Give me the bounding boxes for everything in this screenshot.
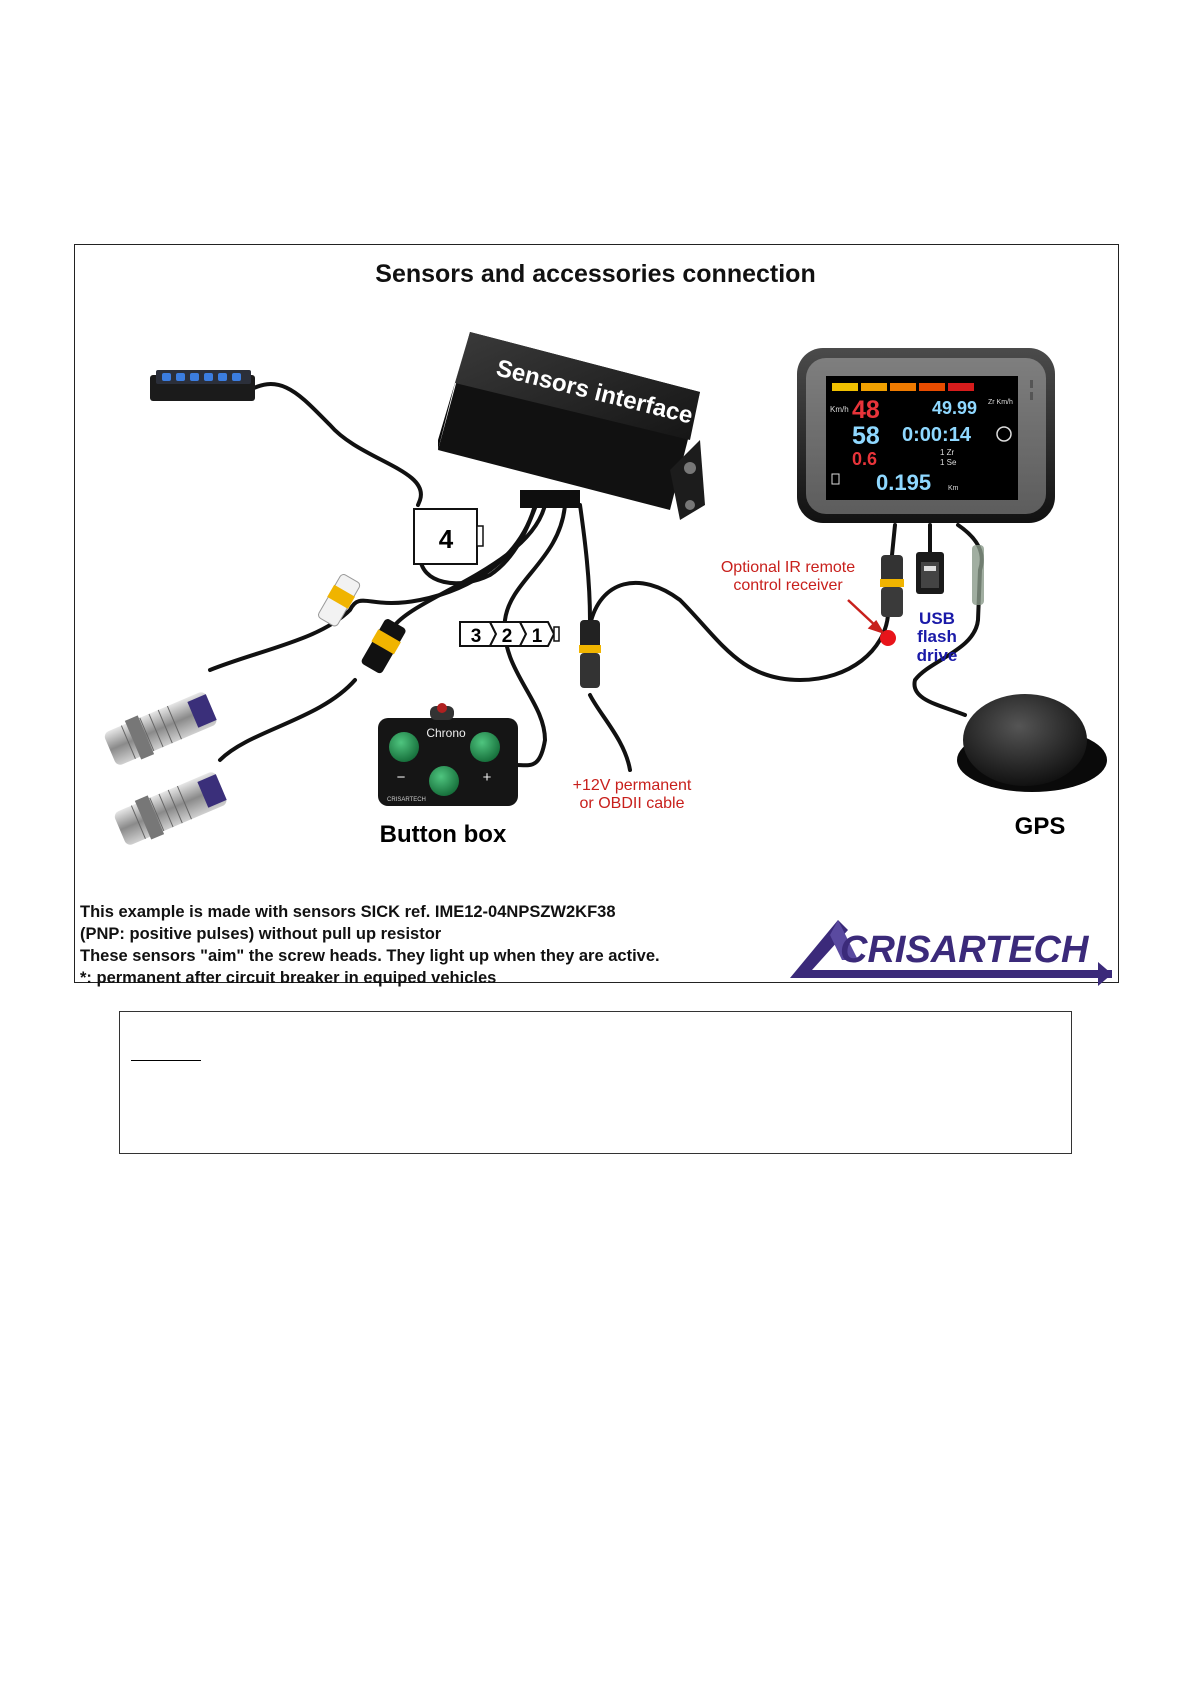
screen-se-line: 1 Se [940,458,957,467]
caption-line-1: This example is made with sensors SICK r… [80,903,616,921]
screen-zr-unit: Zr Km/h [988,399,1013,406]
power-connector [579,620,601,688]
button-box-label: Button box [380,821,507,848]
caption-line-2: (PNP: positive pulses) without pull up r… [80,925,442,943]
cable-led-bar [243,382,423,507]
note-box [119,1011,1072,1154]
port-3-label: 3 [471,626,482,647]
ir-connector [880,555,904,617]
cable-sensor1 [208,503,537,672]
cable-button-box [502,503,567,768]
diagram-frame [74,244,1119,983]
proximity-sensor-1 [104,692,217,765]
button-box-plus: + [483,769,492,786]
cable-power-out [588,693,632,772]
screen-kmh-unit: Km/h [830,405,849,414]
button-box-chrono: Chrono [426,726,466,740]
cable-ir [588,580,890,683]
screen-speed2: 58 [852,422,880,450]
screen-value-top: 49.99 [932,398,977,418]
button-box-minus: − [397,769,406,786]
sensors-interface-box [438,332,705,520]
ir-label-line2: control receiver [733,577,843,594]
power-label-line1: +12V permanent [573,777,692,794]
screen-zr-line: 1 Zr [940,448,955,457]
cable-display-ir [890,523,897,557]
screen-distance: 0.195 [876,470,931,495]
button-box-brand: CRISARTECH [387,797,426,803]
cable-power [578,503,592,622]
cable-sensor2 [393,503,547,627]
screen-speed1: 48 [852,396,880,424]
gps-connector [972,545,984,605]
usb-connector [916,552,944,594]
usb-label-line1: USB [919,609,955,628]
port-2-label: 2 [502,626,513,647]
flag-icon [831,473,840,485]
caption-line-3: These sensors "aim" the screw heads. The… [80,947,660,965]
connector-black [361,619,406,674]
power-label-line2: or OBDII cable [580,795,685,812]
usb-label-line2: flash [917,627,957,646]
screen-timer: 0:00:14 [902,424,972,446]
ir-receiver-dot [880,630,896,646]
connector-white [318,574,361,627]
ports-row [459,621,560,647]
screen-value3: 0.6 [852,449,877,469]
led-bar [150,370,255,401]
button-box [378,703,518,806]
proximity-sensor-2 [114,772,227,845]
stopwatch-icon [996,426,1012,442]
cables [208,382,984,772]
port-4-label: 4 [439,524,454,554]
usb-label-line3: drive [917,646,958,665]
logo-text: CRISARTECH [840,929,1090,971]
gps-label: GPS [1015,813,1066,840]
gps-antenna [957,694,1107,792]
diagram-title: Sensors and accessories connection [375,260,816,288]
caption-line-4: *: permanent after circuit breaker in eq… [80,969,497,987]
cable-sensor2b [218,678,357,762]
crisartech-logo [790,920,1112,986]
ir-arrow [847,599,885,635]
note-heading-underline [131,1040,201,1061]
port-1-label: 1 [532,626,543,647]
display-unit [797,348,1055,523]
screen-km-unit: Km [948,485,959,492]
ir-label-line1: Optional IR remote [721,559,855,576]
port-4 [413,508,484,565]
